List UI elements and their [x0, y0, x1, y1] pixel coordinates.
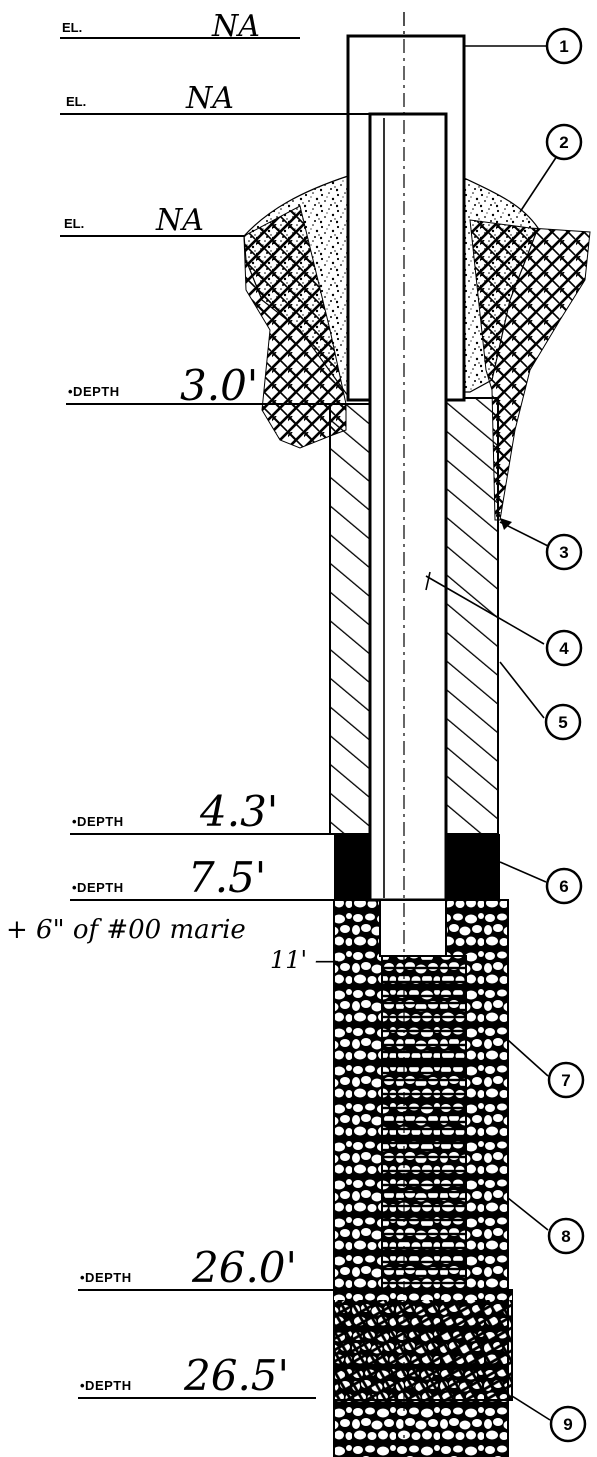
callout-3-arrowhead: [500, 518, 512, 530]
callout-3-label: 3: [559, 543, 568, 562]
callout-1-label: 1: [559, 37, 568, 56]
depth-marker-5: •DEPTH 26.5': [78, 1351, 316, 1400]
callout-6-label: 6: [559, 877, 568, 896]
depth-marker-3: •DEPTH 7.5': [70, 853, 334, 902]
annotation-line-1: + 6" of #00 marie: [6, 915, 246, 945]
elevation-3-value: NA: [155, 203, 204, 238]
elevation-marker-2: EL. NA: [60, 81, 444, 116]
callout-5-label: 5: [558, 713, 567, 732]
surface-seal-right: [463, 177, 539, 393]
callout-7-label: 7: [561, 1071, 570, 1090]
elevation-marker-1: EL. NA: [60, 9, 300, 44]
depth-4-prefix: •DEPTH: [80, 1270, 132, 1285]
elevation-2-prefix: EL.: [66, 94, 86, 109]
well-screen: [381, 955, 467, 1291]
riser-pipe: [368, 112, 448, 902]
depth-2-prefix: •DEPTH: [72, 814, 124, 829]
elevation-1-value: NA: [211, 9, 260, 44]
depth-5-value: 26.5': [183, 1351, 289, 1400]
elevation-2-value: NA: [185, 81, 234, 116]
callout-8: 8: [547, 1217, 585, 1255]
callout-3: 3: [545, 533, 583, 571]
depth-3-value: 7.5': [188, 853, 266, 902]
depth-1-value: 3.0': [180, 361, 258, 410]
callout-leaders: [425, 45, 558, 1421]
elevation-1-prefix: EL.: [62, 20, 82, 35]
depth-marker-4: •DEPTH 26.0': [78, 1243, 334, 1292]
callout-1: 1: [545, 27, 583, 65]
depth-1-prefix: •DEPTH: [68, 384, 120, 399]
callout-2: 2: [545, 123, 583, 161]
callout-6: 6: [545, 867, 583, 905]
surface-seal: [243, 175, 349, 398]
elevation-3-prefix: EL.: [64, 216, 84, 231]
grout-seal-left: [329, 403, 375, 835]
callout-8-label: 8: [561, 1227, 570, 1246]
callout-2-label: 2: [559, 133, 568, 152]
riser-to-screen: [379, 899, 447, 957]
callout-9-label: 9: [563, 1415, 572, 1434]
callout-9: 9: [549, 1405, 587, 1443]
callout-5: 5: [544, 703, 582, 741]
callout-4-label: 4: [559, 639, 569, 658]
bottom-backfill: [333, 1289, 513, 1401]
depth-5-prefix: •DEPTH: [80, 1378, 132, 1393]
elevation-marker-3: EL. NA: [60, 203, 244, 238]
bottom-transition: [334, 1290, 512, 1300]
depth-marker-1: •DEPTH 3.0': [66, 361, 346, 410]
callout-7: 7: [547, 1061, 585, 1099]
depth-2-value: 4.3': [199, 787, 278, 836]
grout-seal-right: [445, 397, 499, 835]
depth-3-prefix: •DEPTH: [72, 880, 124, 895]
depth-marker-2: •DEPTH 4.3': [70, 787, 334, 836]
depth-4-value: 26.0': [191, 1243, 297, 1292]
callout-4: 4: [545, 629, 583, 667]
annotation-line-2: 11' —: [270, 946, 339, 974]
